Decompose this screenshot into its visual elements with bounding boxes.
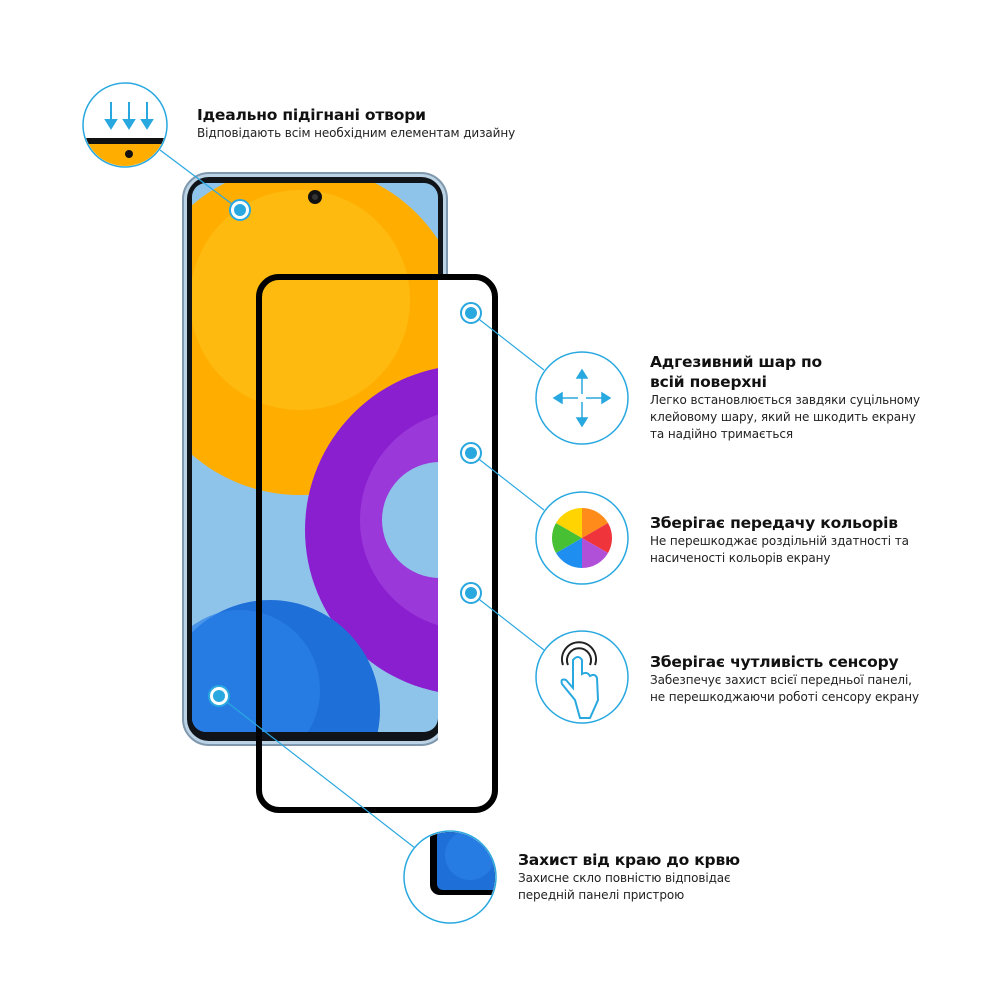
marker-dots: [208, 199, 482, 707]
feature-desc: не перешкоджаючи роботі сенсору екрану: [650, 690, 919, 704]
connector-lines: [159, 149, 545, 849]
glass-outline: [256, 274, 498, 813]
phone-screen: [192, 183, 438, 732]
feature-title: Зберігає передачу кольорів: [650, 514, 898, 532]
feature-desc: Легко встановлюється завдяки суцільному: [650, 393, 921, 407]
feature-title: Адгезивний шар по: [650, 353, 822, 371]
feature-color-fidelity: Зберігає передачу кольорів Не перешкоджа…: [650, 513, 909, 567]
feature-title: всій поверхні: [650, 373, 767, 391]
arrows-expand-icon: [535, 351, 629, 445]
feature-adhesive-layer: Адгезивний шар по всій поверхні Легко вс…: [650, 352, 920, 443]
feature-desc: клейовому шару, який не шкодить екрану: [650, 410, 916, 424]
feature-title: Захист від краю до крвю: [518, 851, 740, 869]
feature-edge-to-edge: Захист від краю до крвю Захисне скло пов…: [518, 850, 740, 904]
feature-desc: Відповідають всім необхідним елементам д…: [197, 126, 516, 140]
color-wheel-icon: [535, 491, 629, 585]
touch-icon: [535, 630, 629, 724]
feature-desc: та надійно тримається: [650, 427, 793, 441]
glass-overlay: [438, 277, 494, 810]
edge-icon: [403, 830, 497, 924]
feature-desc: Забезпечує захист всієї передньої панелі…: [650, 673, 912, 687]
feature-precise-holes: Ідеально підігнані отвори Відповідають в…: [197, 105, 515, 142]
feature-desc: насиченості кольорів екрану: [650, 551, 831, 565]
feature-touch-sensitivity: Зберігає чутливість сенсору Забезпечує з…: [650, 652, 919, 706]
feature-title: Ідеально підігнані отвори: [197, 106, 426, 124]
feature-desc: передній панелі пристрою: [518, 888, 685, 902]
holes-icon: [82, 82, 168, 168]
feature-desc: Не перешкоджає роздільній здатності та: [650, 534, 909, 548]
feature-title: Зберігає чутливість сенсору: [650, 653, 899, 671]
feature-desc: Захисне скло повністю відповідає: [518, 871, 731, 885]
phone: [182, 172, 448, 746]
